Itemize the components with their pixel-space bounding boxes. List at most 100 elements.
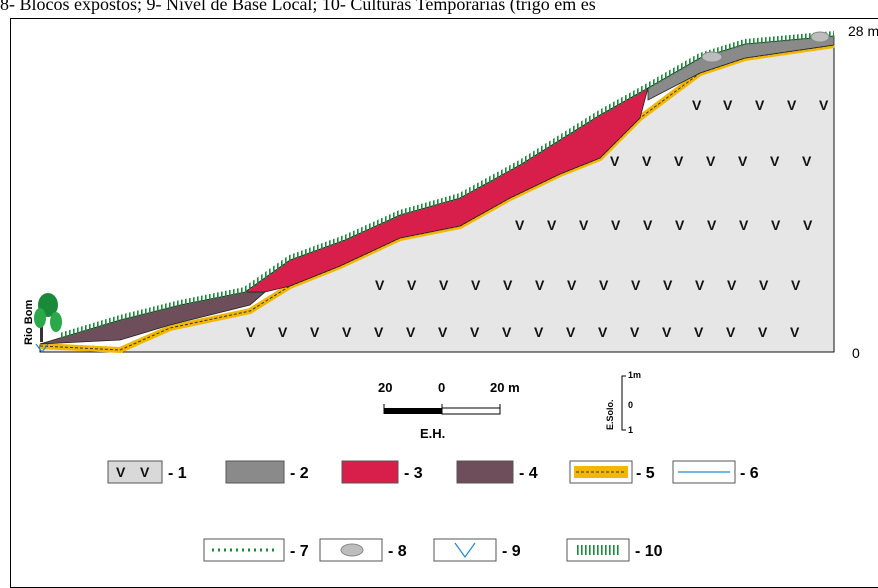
bedrock-v-mark: V	[342, 324, 352, 340]
vegetation-cover	[59, 31, 835, 339]
river-label: Rio Bom	[23, 300, 35, 345]
bedrock-v-mark: V	[599, 277, 609, 293]
bedrock-v-mark: V	[611, 217, 621, 233]
legend-label-10: - 10	[635, 543, 663, 560]
bedrock-v-mark: V	[694, 324, 704, 340]
bedrock-v-mark: V	[726, 324, 736, 340]
legend-label-2: - 2	[290, 465, 309, 482]
scale-caption: E.H.	[420, 426, 445, 441]
bedrock-v-mark: V	[375, 277, 385, 293]
bedrock-v-mark: V	[803, 217, 813, 233]
bedrock-v-mark: V	[723, 97, 733, 113]
svg-text:V: V	[140, 464, 150, 480]
bedrock-v-mark: V	[675, 217, 685, 233]
legend-item-5: - 5	[569, 460, 655, 484]
bedrock-v-mark: V	[503, 277, 513, 293]
bedrock-v-mark: V	[438, 324, 448, 340]
bedrock-v-mark: V	[246, 324, 256, 340]
legend-label-3: - 3	[404, 465, 423, 482]
bedrock-v-mark: V	[374, 324, 384, 340]
bedrock-v-mark: V	[502, 324, 512, 340]
horizontal-scale: 20 0 20 m E.H.	[378, 380, 520, 441]
bedrock-v-mark: V	[771, 217, 781, 233]
legend-item-10: - 10	[566, 538, 663, 562]
soil-dashed-line	[39, 44, 835, 351]
soil-scale-middle: 0	[628, 400, 633, 410]
bedrock-v-mark: V	[770, 153, 780, 169]
legend-item-7: - 7	[203, 538, 309, 562]
legend-label-4: - 4	[519, 465, 538, 482]
bedrock-v-mark: V	[706, 153, 716, 169]
legend-label-6: - 6	[740, 465, 759, 482]
bedrock-v-mark: V	[471, 277, 481, 293]
bedrock-v-mark: V	[791, 277, 801, 293]
scale-right-label: 20 m	[490, 380, 520, 395]
bedrock-v-mark: V	[727, 277, 737, 293]
bedrock-v-mark: V	[758, 324, 768, 340]
bedrock-v-mark: V	[692, 97, 702, 113]
bedrock-v-mark: V	[610, 153, 620, 169]
bedrock-v-mark: V	[407, 277, 417, 293]
bedrock-v-mark: V	[534, 324, 544, 340]
boulder-icon	[340, 543, 364, 557]
bedrock-v-mark: V	[738, 153, 748, 169]
bedrock-v-mark: V	[547, 217, 557, 233]
legend-label-5: - 5	[636, 465, 655, 482]
bedrock-v-mark: V	[674, 153, 684, 169]
bedrock-v-mark: V	[759, 277, 769, 293]
bedrock-v-mark: V	[406, 324, 416, 340]
bedrock-v-mark: V	[515, 217, 525, 233]
soil-scale-bottom: 1	[628, 425, 633, 435]
elevation-top-label: 28 m	[848, 23, 878, 39]
legend-item-4: - 4	[456, 460, 538, 484]
bedrock-v-mark: V	[663, 277, 673, 293]
boulder-icon	[810, 31, 830, 43]
bedrock-v-mark: V	[310, 324, 320, 340]
svg-text:V: V	[116, 464, 126, 480]
legend-label-7: - 7	[290, 543, 309, 560]
local-base-level-icon	[35, 343, 49, 353]
bedrock-v-mark: V	[643, 217, 653, 233]
legend-item-6: - 6	[672, 460, 759, 484]
legend-label-8: - 8	[388, 543, 407, 560]
bedrock-v-mark: V	[470, 324, 480, 340]
legend-item-8: - 8	[319, 538, 407, 562]
scale-center-label: 0	[438, 380, 445, 395]
legend-item-3: - 3	[341, 460, 423, 484]
bedrock-v-mark: V	[739, 217, 749, 233]
bedrock-v-mark: V	[790, 324, 800, 340]
legend-label-1: - 1	[168, 465, 187, 482]
legend-label-9: - 9	[502, 543, 521, 560]
bedrock-v-mark: V	[707, 217, 717, 233]
bedrock-v-mark: V	[566, 324, 576, 340]
elevation-bottom-label: 0	[852, 345, 860, 361]
figure-caption: 8- Blocos expostos; 9- Nível de Base Loc…	[0, 0, 596, 14]
bedrock-v-mark: V	[695, 277, 705, 293]
legend-item-2: - 2	[225, 460, 309, 484]
bedrock-v-marks: V V V V V V V V V V V V V V V V V V V V V V V V V V V V V V V V V V V V V V V V…	[246, 97, 829, 340]
bedrock-v-mark: V	[642, 153, 652, 169]
scale-left-label: 20	[378, 380, 392, 395]
bedrock-v-mark: V	[787, 97, 797, 113]
soil-scale-top: 1m	[628, 370, 641, 380]
bedrock-v-mark: V	[278, 324, 288, 340]
bedrock-v-mark: V	[802, 153, 812, 169]
bedrock-v-mark: V	[755, 97, 765, 113]
bedrock-v-mark: V	[535, 277, 545, 293]
soil-scale: E.Solo. 1m 0 1	[605, 370, 641, 435]
bedrock-v-mark: V	[598, 324, 608, 340]
bedrock-v-mark: V	[579, 217, 589, 233]
bedrock-v-mark: V	[630, 324, 640, 340]
bedrock-v-mark: V	[819, 97, 829, 113]
riparian-trees-icon	[34, 293, 62, 342]
bedrock-v-mark: V	[567, 277, 577, 293]
boulder-icon	[701, 51, 723, 63]
bedrock-v-mark: V	[662, 324, 672, 340]
legend-item-9: - 9	[433, 538, 521, 562]
bedrock-v-mark: V	[439, 277, 449, 293]
bedrock-v-mark: V	[631, 277, 641, 293]
base-level-v-icon	[454, 542, 476, 559]
